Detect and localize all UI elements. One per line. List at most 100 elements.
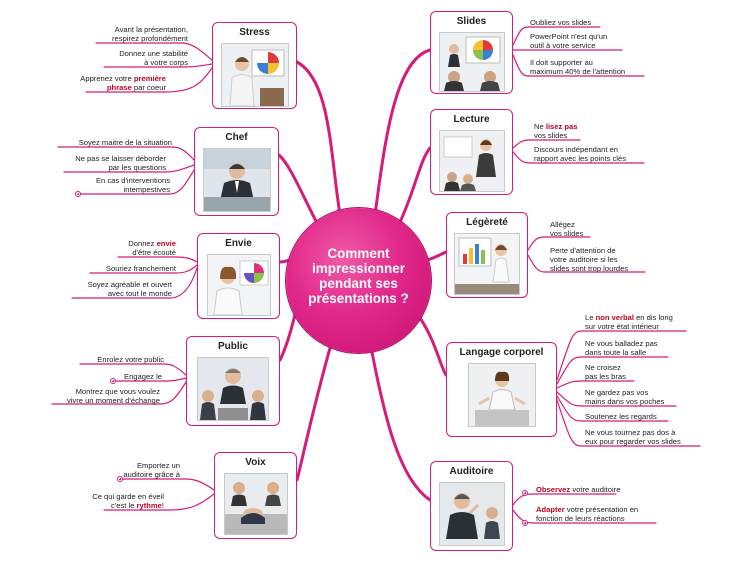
branch-legerete[interactable]: Légèreté: [446, 212, 528, 298]
leaf-text: Oubliez vos slides: [530, 18, 592, 27]
central-topic-title: Comment impressionner pendant ses présen…: [308, 246, 409, 306]
public-leaf-1: Enrolez votre public: [97, 355, 164, 364]
leaf-text: votre présentation en fonction de leurs …: [536, 505, 639, 523]
auditoire-leaf-1: Observez votre auditoire: [536, 485, 620, 494]
branch-title: Chef: [225, 132, 248, 143]
leaf-text: Il doit supporter au maximum 40% de l'at…: [530, 58, 626, 76]
langage-leaf-4: Ne gardez pas vos mains dans vos poches: [585, 388, 664, 406]
voix-leaf-1: Emportez un auditoire grâce à: [123, 461, 180, 479]
leaf-text: Avant la présentation, respirez profondé…: [112, 25, 188, 43]
branch-title: Stress: [239, 27, 270, 38]
leaf-text: Ne vous balladez pas dans toute la salle: [585, 339, 658, 357]
branch-title: Public: [217, 341, 248, 352]
leaf-text: Souriez franchement: [105, 264, 176, 273]
leaf-text: votre auditoire: [570, 485, 621, 494]
leaf-text: d'être écouté: [132, 248, 176, 257]
leaf-text: PowerPoint n'est qu'un outil à votre ser…: [530, 32, 608, 50]
leaf-text: Emportez un auditoire grâce à: [123, 461, 180, 479]
expand-public-leaf-icon[interactable]: [110, 378, 116, 384]
expand-auditoire-leaf-2-icon[interactable]: [522, 520, 528, 526]
highlighted-text: Observez: [536, 485, 571, 494]
leaf-text: Enrolez votre public: [97, 355, 164, 364]
leaf-text: Discours indépendant en rapport avec les…: [534, 145, 627, 163]
chef-leaf-1: Soyez maitre de la situation: [79, 138, 172, 147]
branch-title: Slides: [456, 16, 487, 27]
highlighted-text: Adapter: [536, 505, 565, 514]
leaf-text: Apprenez votre: [80, 74, 134, 83]
branch-chef[interactable]: Chef: [194, 127, 279, 216]
stress-leaf-1: Avant la présentation, respirez profondé…: [112, 25, 188, 43]
leaf-text: Montrez que vous voulez vivre un moment …: [66, 387, 160, 405]
branch-lecture[interactable]: Lecture: [430, 109, 513, 195]
presenter-photo: [220, 43, 289, 107]
branch-envie[interactable]: Envie: [197, 233, 280, 319]
leaf-text: vos slides: [534, 131, 568, 140]
chef-leaf-3: En cas d'interventions intempestives: [96, 176, 170, 194]
branch-auditoire[interactable]: Auditoire: [430, 461, 513, 551]
bored-audience-photo: [223, 473, 288, 535]
light-slides-photo: [454, 233, 520, 295]
chef-leaf-2: Ne pas se laisser déborder par les quest…: [75, 154, 166, 172]
public-leaf-2: Engagez le: [124, 372, 162, 381]
highlighted-text: envie: [156, 239, 176, 248]
leaf-text: Ne croisez pas les bras: [585, 363, 626, 381]
central-topic[interactable]: Comment impressionner pendant ses présen…: [286, 208, 431, 353]
leaf-text: En cas d'interventions intempestives: [95, 176, 170, 194]
highlighted-text: lisez pas: [545, 122, 578, 131]
branch-title: Légèreté: [466, 217, 508, 228]
highlighted-text: rythme: [136, 501, 162, 510]
legerete-leaf-1: Allégez vos slides: [550, 220, 583, 238]
slides-leaf-1: Oubliez vos slides: [530, 18, 591, 27]
langage-leaf-1: Le non verbal en dis long sur votre état…: [585, 313, 673, 331]
voix-leaf-2: Ce qui garde en éveil c'est le rythme!: [92, 492, 164, 510]
businessman-photo: [202, 148, 271, 212]
branch-public[interactable]: Public: [186, 336, 280, 426]
envie-leaf-1: Donnez envie d'être écouté: [128, 239, 176, 257]
highlighted-text: non verbal: [595, 313, 634, 322]
leaf-text: !: [161, 501, 164, 510]
body-language-photo: [467, 363, 536, 427]
langage-leaf-6: Ne vous tournez pas dos à eux pour regar…: [585, 428, 681, 446]
envie-leaf-2: Souriez franchement: [106, 264, 176, 273]
stress-leaf-3: Apprenez votre première phrase par coeur: [80, 74, 166, 92]
langage-leaf-5: Soutenez les regards: [585, 412, 657, 421]
branch-slides[interactable]: Slides: [430, 11, 513, 94]
stress-leaf-2: Donnez une stabilité à votre corps: [119, 49, 188, 67]
lecture-leaf-1: Ne lisez pas vos slides: [534, 122, 578, 140]
leaf-text: Ne gardez pas vos mains dans vos poches: [585, 388, 665, 406]
leaf-text: Soyez agréable et ouvert avec tout le mo…: [87, 280, 172, 298]
branch-stress[interactable]: Stress: [212, 22, 297, 109]
langage-leaf-3: Ne croisez pas les bras: [585, 363, 626, 381]
expand-chef-leaf-icon[interactable]: [75, 191, 81, 197]
leaf-text: Donnez: [128, 239, 157, 248]
auditoire-leaf-2: Adapter votre présentation en fonction d…: [536, 505, 638, 523]
leaf-text: Le: [585, 313, 596, 322]
leaf-text: Ne pas se laisser déborder par les quest…: [75, 154, 166, 172]
branch-voix[interactable]: Voix: [214, 452, 297, 539]
expand-auditoire-leaf-icon[interactable]: [522, 490, 528, 496]
expand-voix-leaf-icon[interactable]: [117, 476, 123, 482]
branch-title: Voix: [245, 457, 266, 468]
highlighted-text: première phrase: [106, 74, 166, 92]
meeting-photo: [197, 357, 269, 421]
branch-title: Langage corporel: [459, 347, 544, 358]
branch-langage-corporel[interactable]: Langage corporel: [446, 342, 557, 437]
public-leaf-3: Montrez que vous voulez vivre un moment …: [67, 387, 160, 405]
leaf-text: Soutenez les regards: [585, 412, 657, 421]
leaf-text: Ne: [534, 122, 546, 131]
leaf-text: Donnez une stabilité à votre corps: [119, 49, 188, 67]
lecture-leaf-2: Discours indépendant en rapport avec les…: [534, 145, 626, 163]
woman-presenter-photo: [206, 254, 271, 316]
leaf-text: en dis long sur votre état intérieur: [585, 313, 673, 331]
leaf-text: Ne vous tournez pas dos à eux pour regar…: [585, 428, 681, 446]
leaf-text: Ce qui garde en éveil c'est le: [92, 492, 164, 510]
slides-presentation-photo: [438, 32, 505, 92]
langage-leaf-2: Ne vous balladez pas dans toute la salle: [585, 339, 658, 357]
slides-leaf-2: PowerPoint n'est qu'un outil à votre ser…: [530, 32, 607, 50]
leaf-text: Soyez maitre de la situation: [78, 138, 172, 147]
leaf-text: Perte d'attention de votre auditoire si …: [550, 246, 629, 273]
branch-title: Lecture: [453, 114, 490, 125]
leaf-text: par coeur: [131, 83, 166, 92]
branch-title: Auditoire: [449, 466, 494, 477]
